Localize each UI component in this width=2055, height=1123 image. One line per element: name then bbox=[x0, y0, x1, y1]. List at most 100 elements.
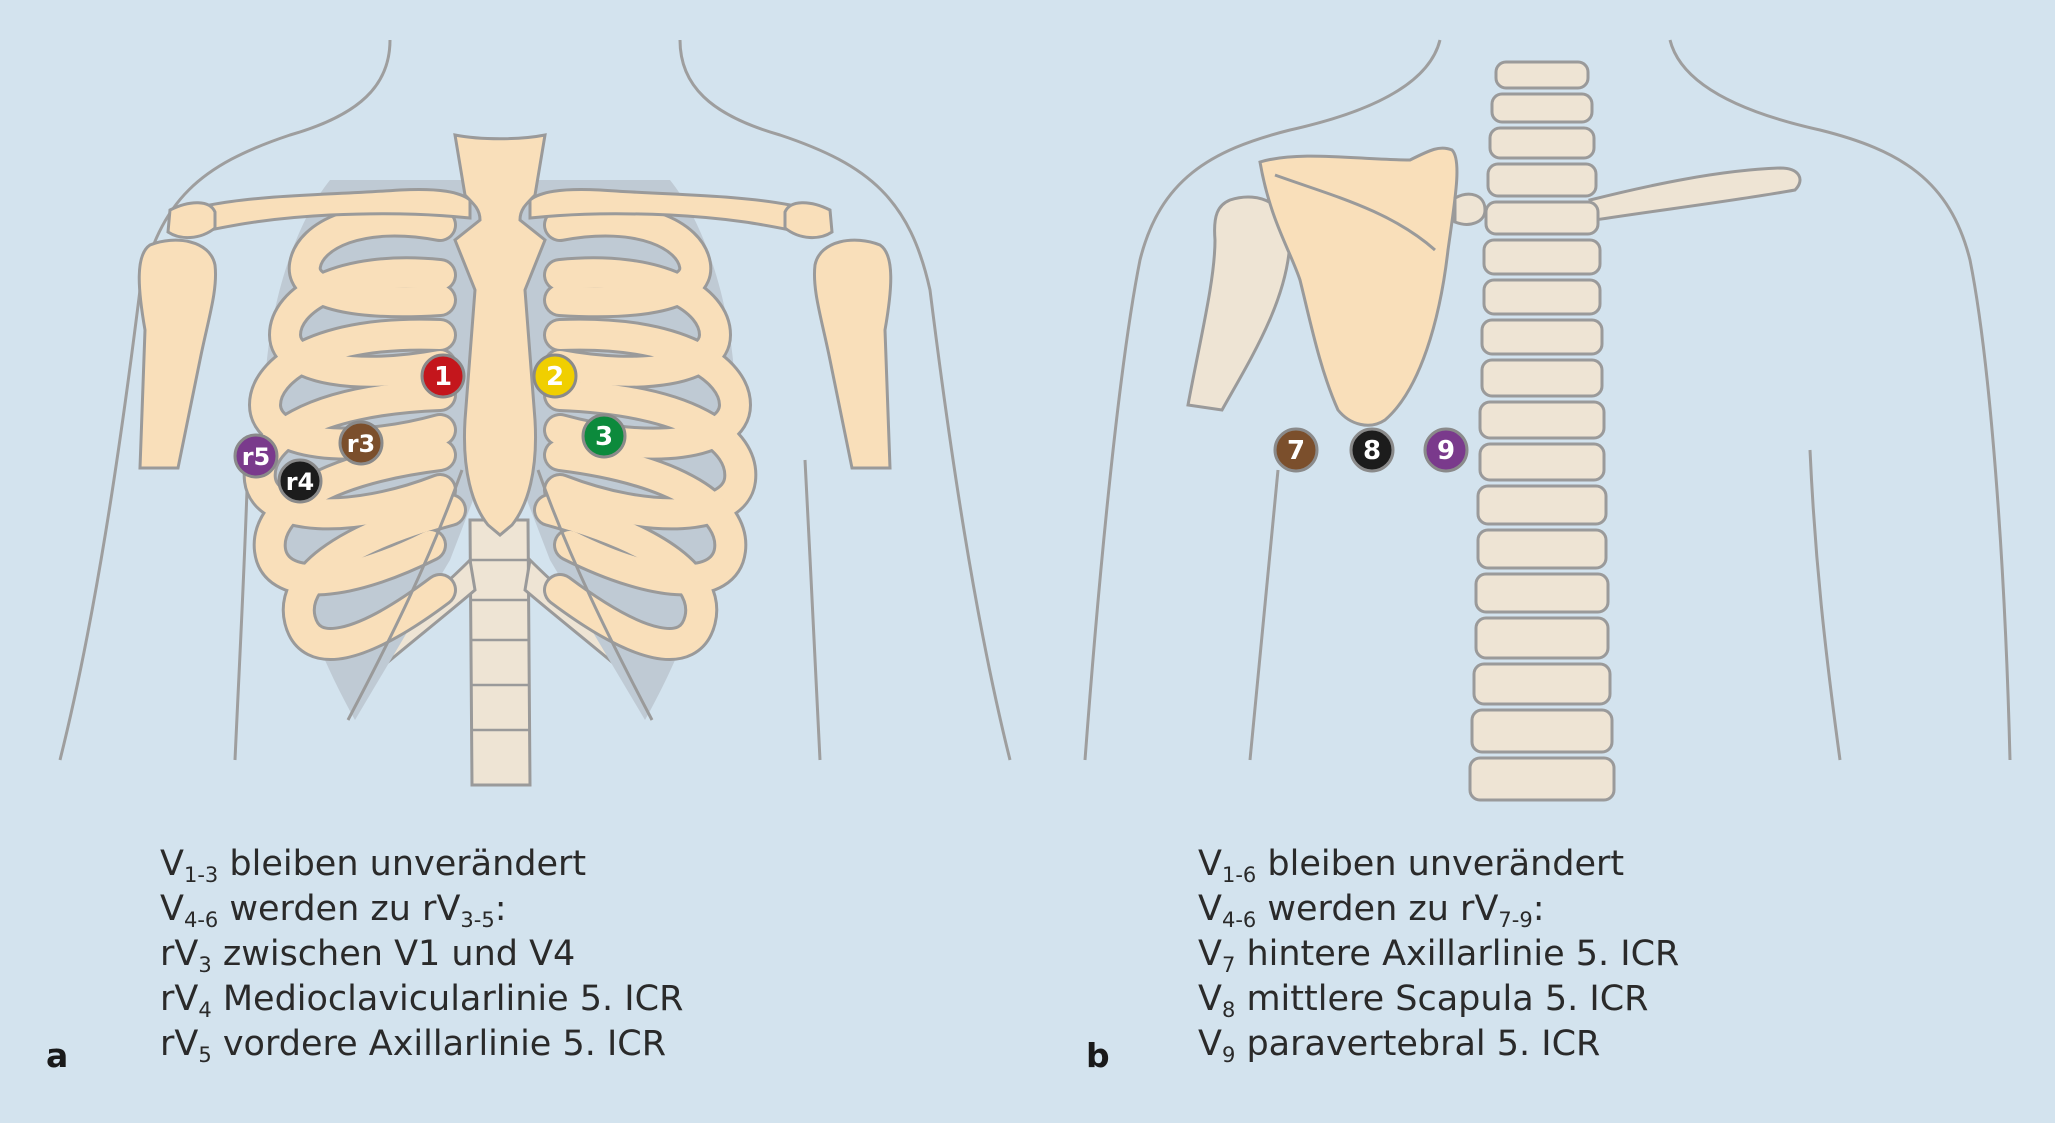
arm-line-back-right bbox=[1808, 449, 1842, 761]
electrode-label: 7 bbox=[1287, 436, 1305, 466]
vertebra bbox=[1488, 126, 1596, 160]
electrode-dot bbox=[338, 420, 384, 466]
electrode-label: 2 bbox=[546, 362, 564, 392]
back-outline bbox=[1083, 39, 2012, 761]
vertebra bbox=[1474, 616, 1610, 660]
caption-text: V bbox=[160, 844, 184, 884]
caption-text: rV bbox=[160, 1024, 199, 1064]
shoulder-process-left bbox=[783, 201, 834, 239]
caption-subscript: 4 bbox=[198, 998, 212, 1022]
electrode-label: 9 bbox=[1437, 436, 1455, 466]
vertebra bbox=[1480, 358, 1604, 398]
caption-subscript: 9 bbox=[1221, 1043, 1236, 1067]
vertebra bbox=[1478, 442, 1606, 482]
electrode-label: 1 bbox=[434, 362, 452, 392]
caption-subscript: 3-5 bbox=[460, 908, 495, 932]
caption-text: V bbox=[1198, 979, 1222, 1019]
caption-line: V7 hintere Axillarlinie 5. ICR bbox=[1198, 932, 1679, 977]
posterior-back-illustration bbox=[1083, 39, 2012, 802]
electrode-dot bbox=[1349, 427, 1395, 473]
caption-text: : bbox=[1532, 889, 1545, 929]
caption-line: V1-6 bleiben unverändert bbox=[1198, 842, 1679, 887]
torso-outline bbox=[58, 39, 1012, 761]
caption-line: rV5 vordere Axillarlinie 5. ICR bbox=[160, 1022, 683, 1067]
caption-line: V1-3 bleiben unverändert bbox=[160, 842, 683, 887]
humerus-right-side bbox=[137, 238, 218, 470]
caption-text: bleiben unverändert bbox=[218, 844, 587, 884]
electrode-dot bbox=[233, 433, 279, 479]
costal-margin-left bbox=[536, 469, 654, 721]
caption-subscript: 4-6 bbox=[183, 908, 219, 932]
caption-text: paravertebral 5. ICR bbox=[1235, 1024, 1601, 1064]
electrode-dot bbox=[1423, 427, 1469, 473]
electrode-label: 3 bbox=[595, 422, 613, 452]
caption-text: bleiben unverändert bbox=[1256, 844, 1625, 884]
vertebra bbox=[1472, 662, 1612, 706]
caption-text: V bbox=[1198, 844, 1222, 884]
vertebra bbox=[1494, 60, 1590, 90]
humerus-back bbox=[1186, 195, 1292, 412]
vertebra bbox=[1484, 200, 1600, 236]
vertebra bbox=[1476, 528, 1608, 570]
caption-subscript: 1-6 bbox=[1221, 863, 1257, 887]
caption-line: V4-6 werden zu rV7-9: bbox=[1198, 887, 1679, 932]
caption-text: V bbox=[1198, 1024, 1222, 1064]
vertebra bbox=[1480, 318, 1604, 356]
caption-line: V9 paravertebral 5. ICR bbox=[1198, 1022, 1679, 1067]
scapula-joint bbox=[1453, 192, 1487, 226]
sternum bbox=[453, 133, 547, 537]
caption-text: rV bbox=[160, 979, 199, 1019]
electrode-marker-1: 1 bbox=[420, 353, 466, 399]
caption-line: V8 mittlere Scapula 5. ICR bbox=[1198, 977, 1679, 1022]
electrode-marker-3: 3 bbox=[581, 413, 627, 459]
electrode-label: r5 bbox=[242, 443, 271, 471]
electrode-marker-r5: r5 bbox=[233, 433, 279, 479]
caption-subscript: 7-9 bbox=[1498, 908, 1533, 932]
electrode-marker-7: 7 bbox=[1273, 427, 1319, 473]
electrode-marker-8: 8 bbox=[1349, 427, 1395, 473]
vertebra bbox=[1474, 572, 1610, 614]
vertebra bbox=[1490, 92, 1594, 124]
caption-text: V bbox=[160, 889, 184, 929]
electrode-marker-9: 9 bbox=[1423, 427, 1469, 473]
electrode-dot bbox=[581, 413, 627, 459]
electrode-marker-r4: r4 bbox=[277, 458, 323, 504]
caption-line: V4-6 werden zu rV3-5: bbox=[160, 887, 683, 932]
caption-subscript: 5 bbox=[198, 1043, 212, 1067]
caption-subscript: 1-3 bbox=[183, 863, 219, 887]
electrode-dot bbox=[277, 458, 323, 504]
electrode-marker-2: 2 bbox=[532, 353, 578, 399]
vertebra bbox=[1482, 238, 1602, 276]
caption-text: V bbox=[1198, 889, 1222, 929]
vertebra bbox=[1470, 708, 1614, 754]
vertebra bbox=[1482, 278, 1602, 316]
arm-line-back-left bbox=[1248, 469, 1280, 761]
spine bbox=[1468, 60, 1616, 802]
caption-text: : bbox=[494, 889, 507, 929]
vertebra bbox=[1486, 162, 1598, 198]
caption-text: mittlere Scapula 5. ICR bbox=[1235, 979, 1649, 1019]
costal-margin-right bbox=[346, 469, 464, 721]
vertebra bbox=[1476, 484, 1608, 526]
shoulder-process-right bbox=[166, 201, 217, 239]
caption-text: werden zu rV bbox=[218, 889, 461, 929]
vertebra bbox=[1478, 400, 1606, 440]
arm-line-right bbox=[803, 459, 822, 761]
electrode-label: 8 bbox=[1363, 436, 1381, 466]
electrode-dot bbox=[1273, 427, 1319, 473]
electrode-label: r3 bbox=[347, 430, 376, 458]
caption-text: rV bbox=[160, 934, 199, 974]
caption-subscript: 4-6 bbox=[1221, 908, 1257, 932]
clavicle-back bbox=[1588, 166, 1802, 222]
panel-a-label: a bbox=[46, 1036, 69, 1075]
electrode-marker-r3: r3 bbox=[338, 420, 384, 466]
caption-text: V bbox=[1198, 934, 1222, 974]
anterior-chest-illustration bbox=[58, 39, 1012, 787]
caption-text: Medioclavicularlinie 5. ICR bbox=[211, 979, 684, 1019]
clavicle-left bbox=[528, 188, 792, 232]
caption-subscript: 3 bbox=[198, 953, 212, 977]
caption-text: zwischen V1 und V4 bbox=[211, 934, 576, 974]
caption-text: werden zu rV bbox=[1256, 889, 1499, 929]
